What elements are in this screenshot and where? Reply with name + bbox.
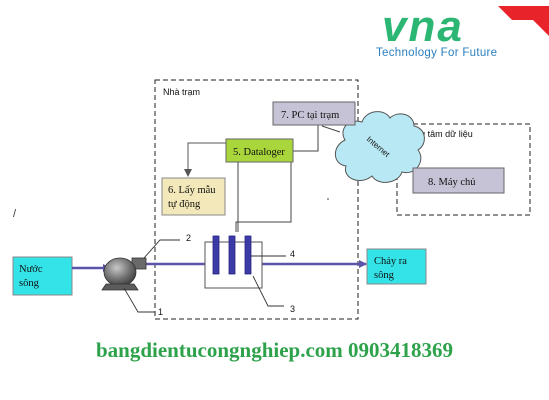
- datalogger-box: [225, 138, 294, 163]
- callout-leader-1: [123, 287, 155, 313]
- footer-contact: bangdientucongnghiep.com 0903418369: [95, 338, 454, 362]
- stray-slash: /: [13, 208, 17, 220]
- river-out-box: [366, 248, 427, 285]
- callout-2: 2: [186, 233, 191, 243]
- river-out-label-line2: sông: [374, 270, 395, 281]
- server-box: [412, 167, 505, 194]
- datalogger-to-sensors-line-2: [235, 161, 292, 232]
- station-house-boundary: [154, 79, 359, 320]
- callout-leader-3: [252, 275, 284, 307]
- datalogger-to-pc-line: [293, 125, 319, 152]
- river-in-label-line1: Nước: [19, 264, 43, 275]
- sensor-probe-1: [212, 235, 220, 275]
- river-out-label-line1: Chảy ra: [374, 256, 407, 267]
- logo-red-swoosh: [498, 6, 549, 36]
- pc-to-internet-line: [321, 125, 341, 133]
- logo-brand: vna: [382, 2, 464, 51]
- datalogger-to-sampler-arrow: [184, 142, 226, 177]
- logo-tagline: Technology For Future: [376, 47, 498, 59]
- callout-1: 1: [158, 307, 163, 317]
- datalogger-label: 5. Dataloger: [233, 147, 285, 158]
- sampler-label-line1: 6. Lấy mẫu: [168, 185, 216, 196]
- sampler-box: [161, 177, 226, 216]
- sensor-probe-3: [244, 235, 252, 275]
- sampler-label-line2: tự động: [168, 199, 201, 210]
- pump-icon: [101, 257, 147, 291]
- callout-3: 3: [290, 304, 295, 314]
- pc-box: [272, 101, 356, 126]
- server-label: 8. Máy chủ: [428, 177, 476, 188]
- stray-dot: [327, 198, 329, 200]
- callout-leader-2: [143, 239, 180, 259]
- vna-logo: vna: [382, 2, 549, 51]
- river-in-box: [12, 256, 73, 296]
- station-house-label: Nhà trạm: [163, 87, 200, 97]
- pc-label: 7. PC tại trạm: [281, 110, 339, 121]
- river-in-label-line2: sông: [19, 278, 40, 289]
- internet-cloud: Internet: [334, 111, 425, 183]
- data-center-label: Trung tâm dữ liệu: [402, 129, 473, 139]
- callout-4: 4: [290, 249, 295, 259]
- sensor-probe-2: [228, 235, 236, 275]
